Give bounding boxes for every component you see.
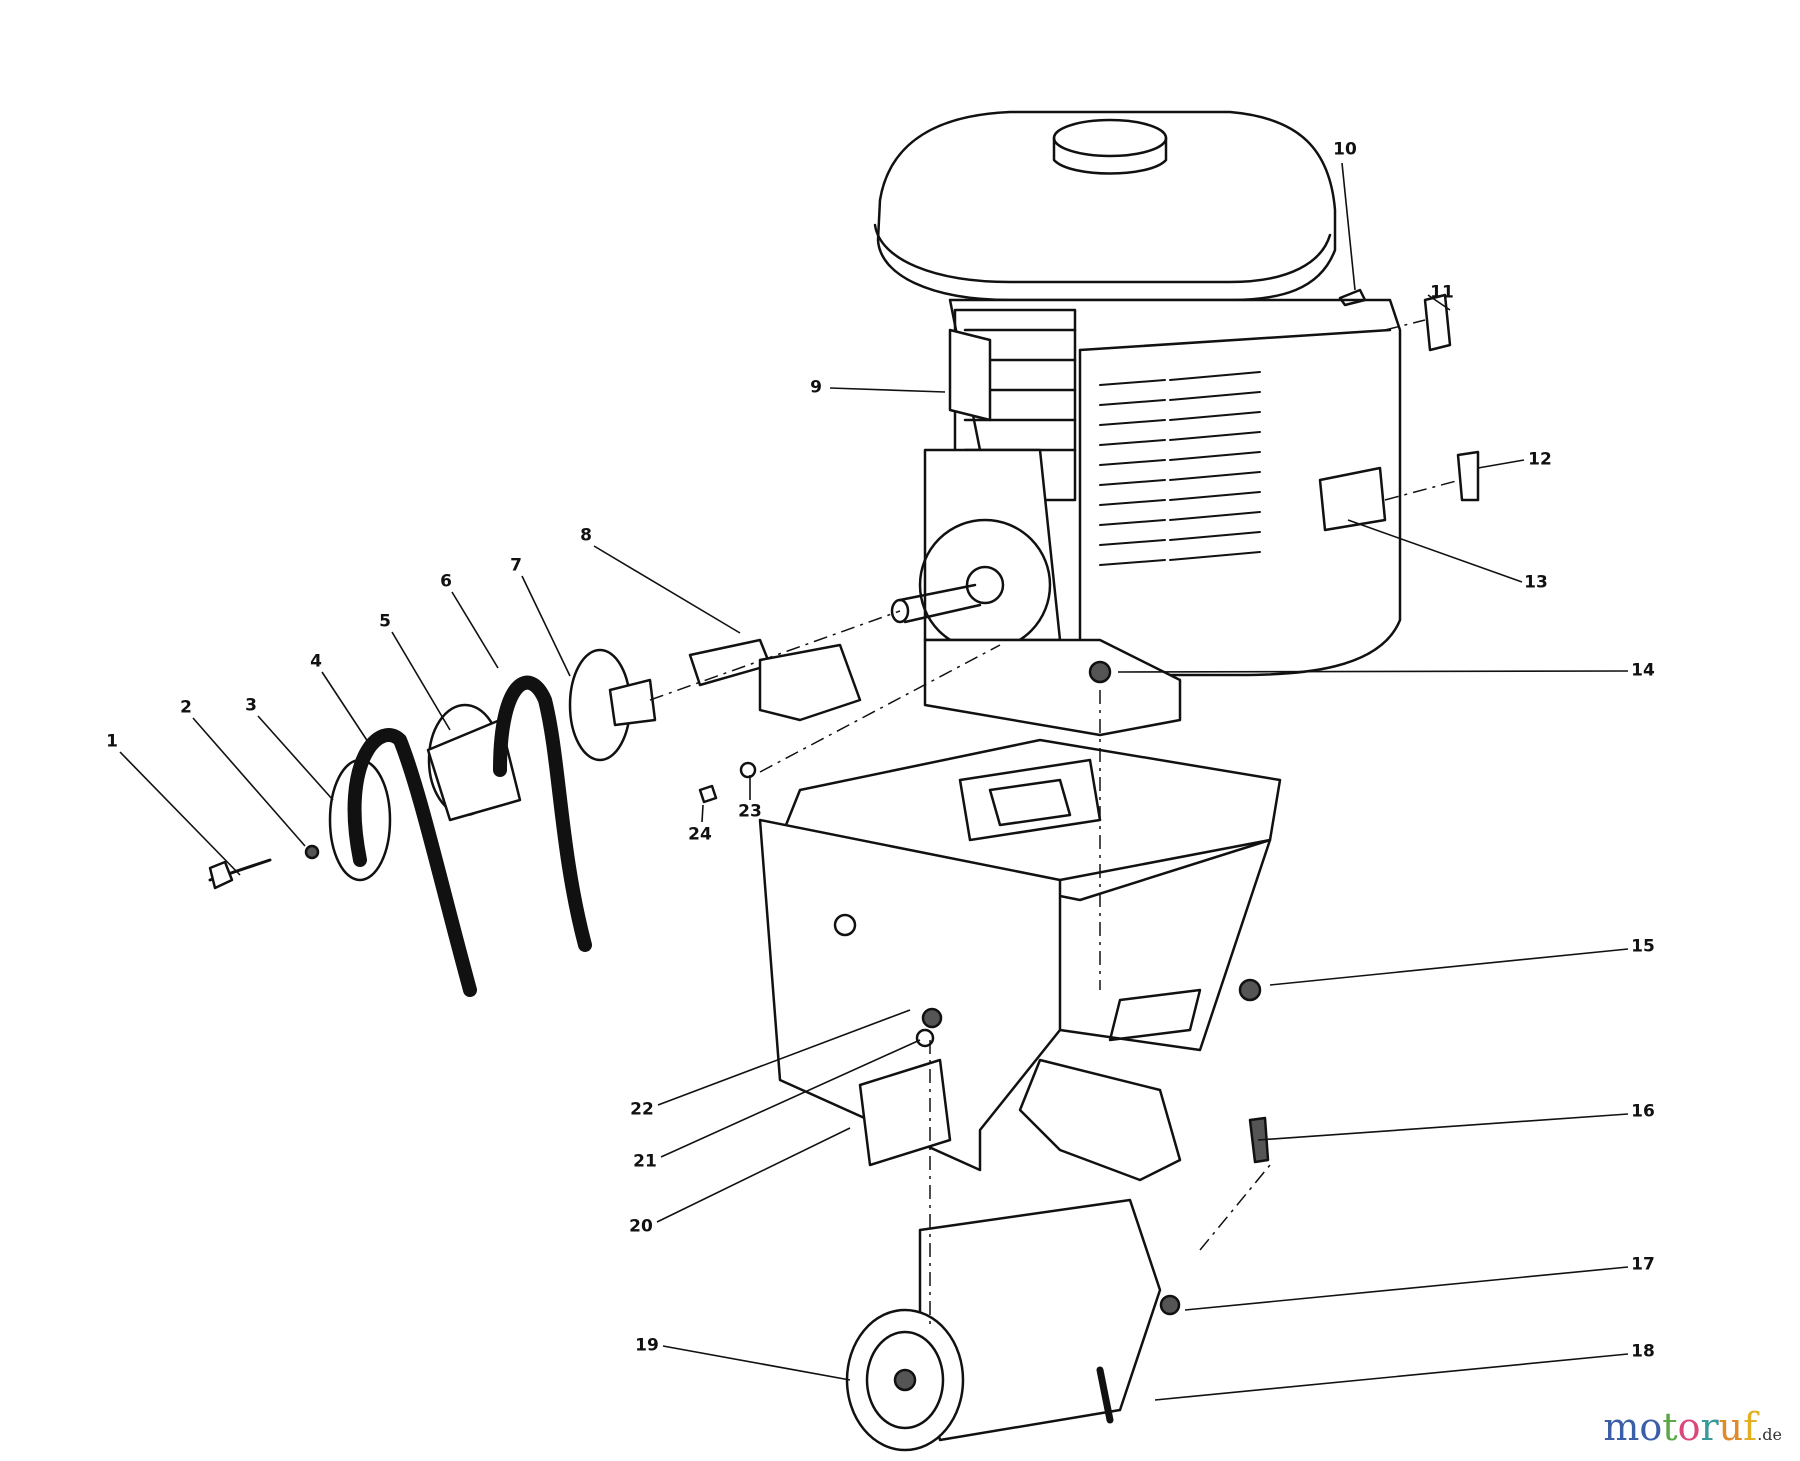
engine-block: [890, 288, 1480, 737]
callout-label-15: 15: [1631, 936, 1655, 957]
callout-label-18: 18: [1631, 1341, 1655, 1362]
logo-letter: t: [1662, 1405, 1678, 1449]
logo-letter: o: [1677, 1405, 1701, 1449]
callout-label-9: 9: [810, 377, 822, 398]
logo-domain-suffix: .de: [1757, 1425, 1782, 1444]
logo-letter: o: [1639, 1405, 1663, 1449]
fuel-tank: [873, 110, 1337, 302]
motoruf-watermark-logo[interactable]: motoruf.de: [1603, 1405, 1782, 1449]
logo-letter: m: [1603, 1405, 1640, 1449]
callout-label-23: 23: [738, 801, 762, 822]
logo-letter: r: [1700, 1405, 1719, 1449]
assembly-dashed-lines: [649, 319, 1461, 1330]
callout-label-17: 17: [1631, 1254, 1655, 1275]
callout-label-21: 21: [633, 1151, 657, 1172]
callout-label-8: 8: [580, 525, 592, 546]
callout-label-10: 10: [1333, 139, 1357, 160]
leader-lines: [119, 162, 1629, 1401]
callout-label-4: 4: [310, 651, 322, 672]
callout-label-20: 20: [629, 1216, 653, 1237]
callout-label-16: 16: [1631, 1101, 1655, 1122]
transmission: [845, 978, 1270, 1452]
callout-label-1: 1: [106, 731, 118, 752]
logo-letter: f: [1743, 1405, 1758, 1449]
callout-label-5: 5: [379, 611, 391, 632]
callout-label-3: 3: [245, 695, 257, 716]
callout-label-2: 2: [180, 697, 192, 718]
logo-letter: u: [1718, 1405, 1744, 1449]
callout-label-6: 6: [440, 571, 452, 592]
callout-label-11: 11: [1430, 282, 1454, 303]
pulley-and-belts: [208, 648, 657, 997]
callout-label-24: 24: [688, 824, 712, 845]
callout-label-7: 7: [510, 555, 522, 576]
callout-label-22: 22: [630, 1099, 654, 1120]
callout-label-19: 19: [635, 1335, 659, 1356]
callout-label-12: 12: [1528, 449, 1552, 470]
callout-label-13: 13: [1524, 572, 1548, 593]
mounting-frame: [758, 738, 1282, 1172]
shaft-bracket: [688, 638, 862, 804]
callout-label-14: 14: [1631, 660, 1655, 681]
